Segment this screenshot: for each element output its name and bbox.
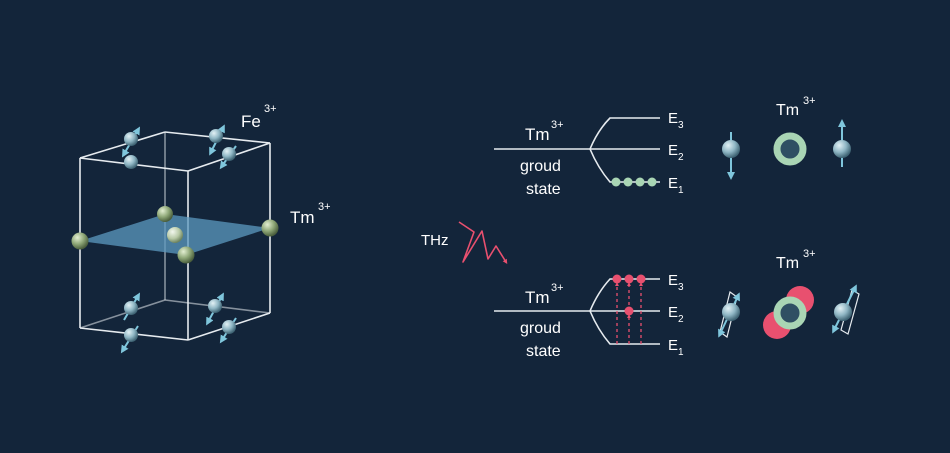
thz-pulse: THz — [421, 221, 508, 265]
tm-ion — [177, 246, 195, 264]
fe-ion-spin — [120, 292, 141, 354]
tm-label: Tm — [290, 208, 315, 227]
tm-orbital-excited — [773, 296, 807, 330]
excited-population-dots — [612, 274, 646, 316]
lower-e3-label: E — [668, 272, 678, 289]
fe-charge: 3+ — [264, 103, 277, 115]
lower-state-line2: state — [526, 343, 561, 360]
fe-ion — [722, 140, 740, 158]
upper-ion-charge: 3+ — [551, 119, 564, 131]
tm-charge: 3+ — [318, 201, 331, 213]
lower-e1-label: E — [668, 337, 678, 354]
upper-e1-index: 1 — [678, 185, 684, 196]
upper-spin-configuration: Tm 3+ — [722, 95, 851, 180]
upper-state-line1: groud — [520, 158, 561, 175]
upper-e2-index: 2 — [678, 152, 684, 163]
fe-ion-spin — [209, 124, 237, 170]
fe-ion — [833, 140, 851, 158]
lower-spin-configuration: Tm 3+ — [718, 248, 860, 339]
tm-ion — [261, 219, 279, 237]
thz-label: THz — [421, 232, 449, 249]
lower-right-ion-charge: 3+ — [803, 248, 816, 260]
upper-right-ion-label: Tm — [776, 102, 799, 119]
transition-arrows — [615, 282, 643, 344]
upper-state-line2: state — [526, 181, 561, 198]
lower-e2-index: 2 — [678, 314, 684, 325]
fe-ion — [722, 303, 740, 321]
fe-label: Fe — [241, 112, 261, 131]
upper-ion-label: Tm — [525, 125, 550, 144]
upper-level-diagram: Tm 3+ groud state E 3 E 2 E 1 — [494, 110, 684, 198]
upper-e1-label: E — [668, 175, 678, 192]
tm-ion — [167, 227, 183, 243]
lower-ion-charge: 3+ — [551, 282, 564, 294]
fe-ion-spin — [121, 126, 141, 169]
upper-e3-index: 3 — [678, 120, 684, 131]
lower-level-diagram: Tm 3+ groud state E 3 E 2 E 1 — [494, 272, 684, 360]
tm-ion — [71, 232, 89, 250]
upper-e2-label: E — [668, 142, 678, 159]
lower-e3-index: 3 — [678, 282, 684, 293]
unit-cell: Fe 3+ Tm 3+ — [71, 103, 331, 354]
lower-ion-label: Tm — [525, 288, 550, 307]
fe-ion — [834, 303, 852, 321]
lower-energy-labels: E 3 E 2 E 1 — [668, 272, 684, 358]
lower-e1-index: 1 — [678, 347, 684, 358]
fe-ion-spin — [206, 292, 237, 344]
lower-state-line1: groud — [520, 320, 561, 337]
thz-wave — [458, 221, 508, 265]
lower-e2-label: E — [668, 304, 678, 321]
upper-right-ion-charge: 3+ — [803, 95, 816, 107]
upper-e3-label: E — [668, 110, 678, 127]
lower-right-ion-label: Tm — [776, 255, 799, 272]
tm-orbital-ground — [773, 132, 807, 166]
upper-energy-labels: E 3 E 2 E 1 — [668, 110, 684, 196]
tm-ion — [157, 206, 173, 222]
upper-splitting-lines — [589, 117, 660, 183]
ground-population-dots — [611, 177, 657, 187]
